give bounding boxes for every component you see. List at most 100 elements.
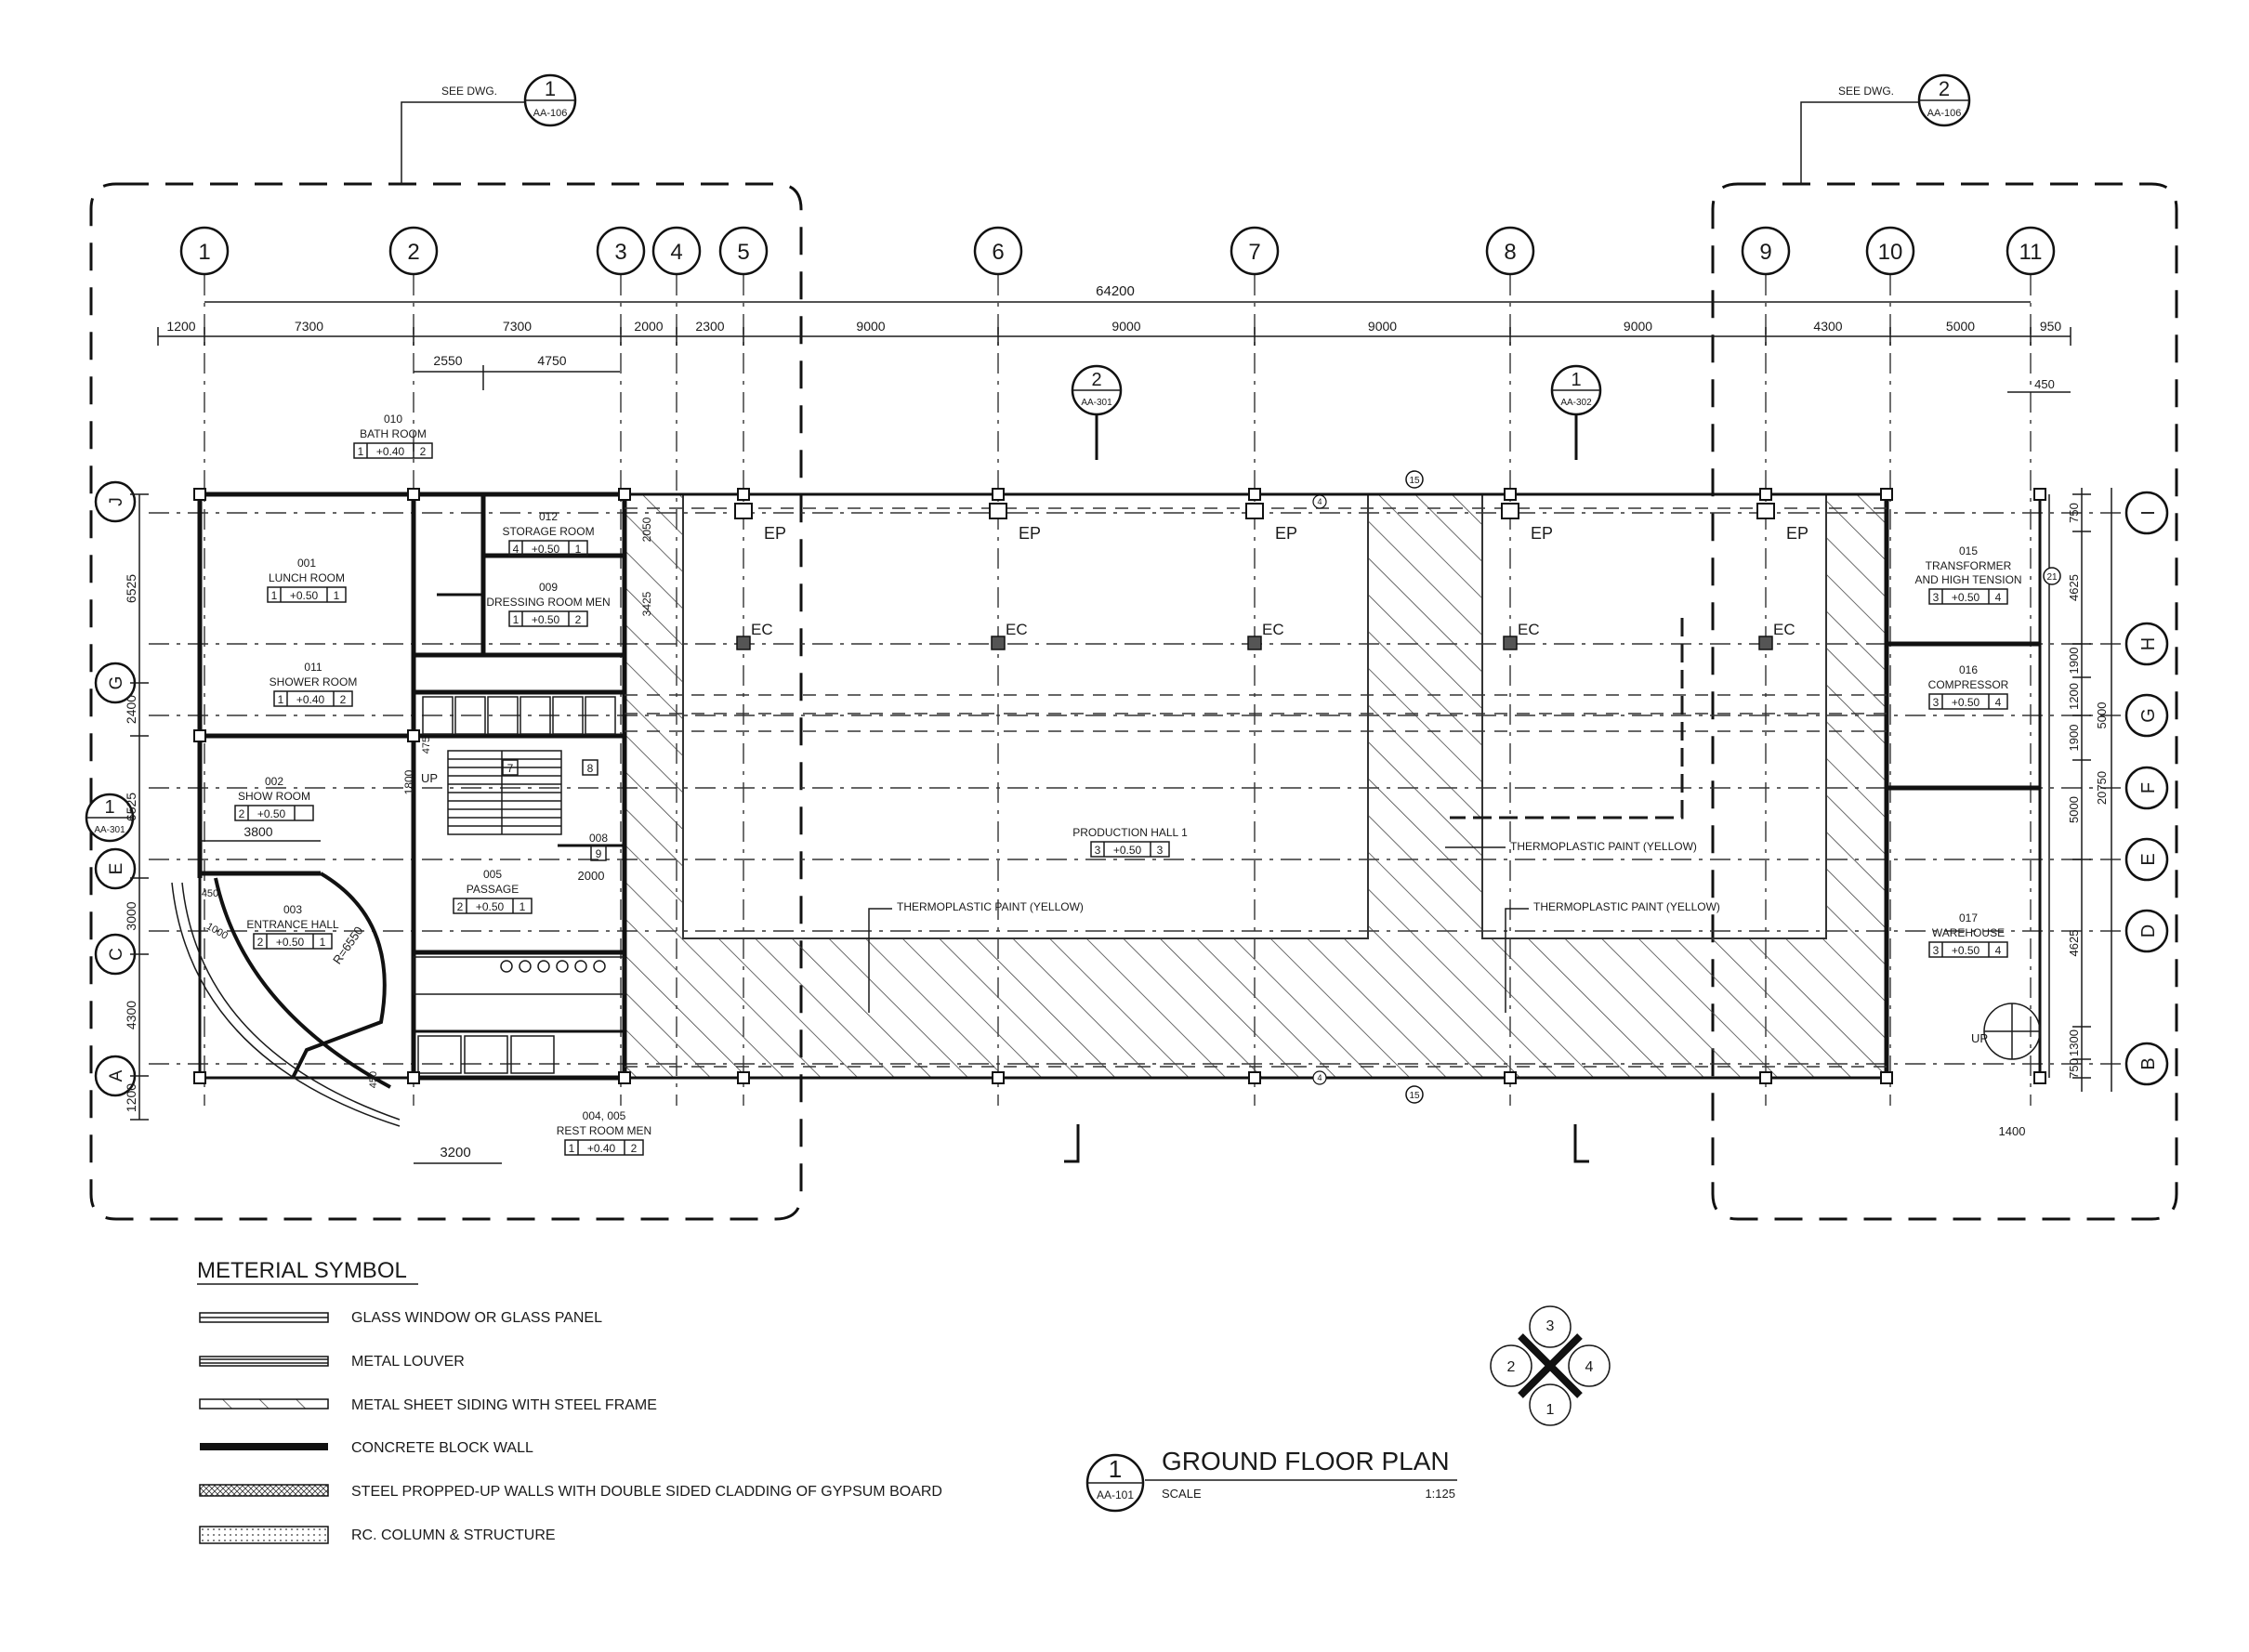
column [992, 488, 1005, 501]
toilet-stall [454, 696, 486, 735]
grid-col-bubble [651, 226, 702, 276]
room-name: ENTRANCE HALL [246, 918, 339, 931]
grid-col-label: 5 [737, 240, 749, 265]
washbasin-icon [574, 960, 587, 973]
ep-label: EP [1786, 524, 1808, 543]
scale-value: 1:125 [1425, 1487, 1455, 1501]
room-name: WAREHOUSE [1932, 926, 2005, 939]
paint-note-3-label: THERMOPLASTIC PAINT (YELLOW) [1533, 900, 1720, 913]
room-number: 005 [483, 868, 502, 881]
up-mark-stair: UP [421, 771, 438, 785]
column [407, 729, 420, 742]
section-marker-1: 1 AA-302 [1550, 364, 1602, 460]
grid-col-11: 11 [2006, 226, 2056, 1106]
room-finish: 4 [1995, 591, 2002, 604]
toilet-stall [487, 696, 519, 735]
room-tag-type: 3 [1933, 944, 1940, 957]
grid-row-label: H [2138, 637, 2159, 650]
room-tag-box [508, 610, 588, 627]
room-finish: 4 [1995, 696, 2002, 709]
drawing-title: GROUND FLOOR PLAN [1162, 1447, 1450, 1475]
room-tag-type: 2 [257, 936, 264, 949]
ep-box [734, 503, 753, 519]
stair-tag-8: 8 [582, 759, 598, 776]
paint-note-2-label: THERMOPLASTIC PAINT (YELLOW) [1510, 840, 1697, 853]
washbasin-icon [593, 960, 606, 973]
section-marker-2: 2 AA-301 [1071, 364, 1123, 460]
room-finish: 2 [575, 613, 582, 626]
ep-box [1501, 503, 1519, 519]
grid-col-label: 4 [670, 240, 682, 265]
ec-box [736, 636, 751, 650]
dim-col-11: 950 [2040, 319, 2062, 334]
grid-col-bubble [1485, 226, 1535, 276]
room-name: STORAGE ROOM [502, 525, 594, 538]
room-tag-box [353, 442, 433, 459]
room-name: LUNCH ROOM [269, 571, 345, 584]
room-level: +0.50 [1113, 844, 1142, 857]
room-tag-type: 3 [1933, 591, 1940, 604]
column [2033, 1071, 2046, 1084]
grid-row-left-label: A [107, 1069, 126, 1082]
dim-col-4: 2300 [695, 319, 724, 334]
toilet-stall [510, 1035, 555, 1074]
room-tag-box [564, 1139, 644, 1156]
grid-row-left-G: G [94, 662, 137, 704]
ec-box [1758, 636, 1773, 650]
dim-col-9: 4300 [1813, 319, 1842, 334]
ep-box [1245, 503, 1264, 519]
dim-left-2: 6525 [124, 793, 138, 821]
compass-key: 3 2 4 1 [1490, 1305, 1611, 1426]
see-dwg-1-num: 1 [545, 77, 556, 100]
room-tag-box [267, 586, 347, 603]
room-number: 015 [1959, 544, 1978, 557]
callout-15-bottom: 15 [1405, 1085, 1424, 1104]
room-tag-type: 1 [271, 589, 278, 602]
see-dwg-1: SEE DWG. 1 AA-106 [401, 73, 577, 184]
compass-3: 3 [1546, 1318, 1555, 1334]
dim-3425: 3425 [640, 591, 653, 616]
callout-4-top: 4 [1312, 494, 1327, 509]
ec-label: EC [1006, 621, 1028, 638]
toilet-stall [585, 696, 616, 735]
callout-15-top-label: 15 [1409, 476, 1420, 486]
room-tag-box [234, 805, 314, 821]
grid-row-bubble [2124, 766, 2169, 810]
room-level: +0.40 [376, 445, 405, 458]
section-1-num: 1 [1571, 370, 1581, 390]
room-number: 004, 005 [583, 1109, 626, 1122]
grid-col-label: 1 [198, 240, 210, 265]
column [407, 488, 420, 501]
see-dwg-1-ref: AA-106 [533, 108, 568, 119]
column [1759, 1071, 1772, 1084]
room-number: 009 [539, 581, 558, 594]
legend-title: METERIAL SYMBOL [197, 1258, 407, 1283]
see-dwg-1-label: SEE DWG. [441, 85, 497, 98]
ec-label: EC [1518, 621, 1540, 638]
scale-label: SCALE [1162, 1487, 1202, 1501]
compass-4: 4 [1585, 1359, 1594, 1375]
grid-row-right-G: G [149, 693, 2169, 738]
ec-label: EC [751, 621, 773, 638]
dim-right-1: 4625 [2067, 574, 2081, 601]
paint-note-3: THERMOPLASTIC PAINT (YELLOW) [1505, 900, 1720, 1013]
room-tag-type: 4 [513, 543, 520, 556]
dim-1400: 1400 [1999, 1124, 2026, 1138]
material-legend: METERIAL SYMBOL GLASS WINDOW OR GLASS PA… [197, 1258, 942, 1544]
callout-4-top-label: 4 [1317, 497, 1322, 506]
see-dwg-2-num: 2 [1939, 77, 1950, 100]
column [193, 1071, 206, 1084]
room-tag-box [273, 690, 353, 707]
section-1-ref: AA-302 [1560, 398, 1592, 408]
toilet-stall [552, 696, 584, 735]
column [737, 1071, 750, 1084]
callout-21: 21 [2043, 567, 2061, 585]
grid-col-bubble [179, 226, 230, 276]
room-name: TRANSFORMER [1926, 559, 2012, 572]
grid-col-label: 10 [1878, 240, 1903, 265]
